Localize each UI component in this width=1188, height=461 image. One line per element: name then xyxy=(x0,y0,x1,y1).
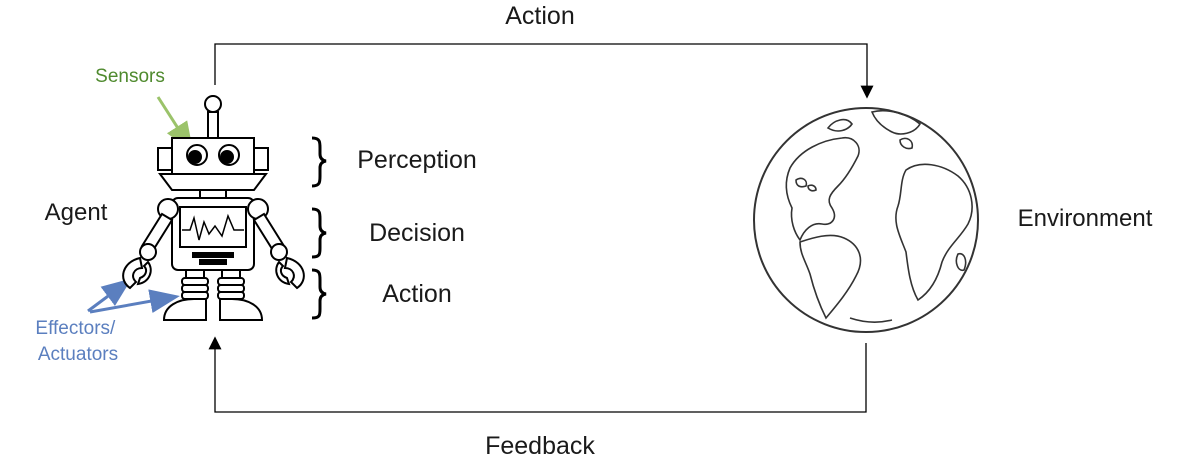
action-brace xyxy=(311,268,327,320)
decision-label: Decision xyxy=(369,219,465,247)
perception-label: Perception xyxy=(357,146,477,174)
robot-icon xyxy=(122,95,305,321)
action-arrow xyxy=(214,43,874,99)
effectors-arrow-leg xyxy=(89,289,180,314)
effectors-label: Effectors/ Actuators xyxy=(35,318,120,365)
effectors-label-line2: Actuators xyxy=(38,344,118,365)
sensors-label: Sensors xyxy=(95,66,165,87)
perception-brace xyxy=(311,136,327,188)
feedback-arrow xyxy=(208,336,867,413)
effectors-label-line1: Effectors/ xyxy=(35,318,116,339)
agent-label: Agent xyxy=(45,199,108,226)
feedback-label: Feedback xyxy=(485,432,595,460)
effectors-arrow-hand xyxy=(87,278,132,313)
decision-brace xyxy=(311,207,327,259)
environment-label: Environment xyxy=(1018,205,1153,232)
globe-icon xyxy=(753,107,979,333)
action-label: Action xyxy=(505,2,574,30)
action-stage-label: Action xyxy=(382,280,451,308)
